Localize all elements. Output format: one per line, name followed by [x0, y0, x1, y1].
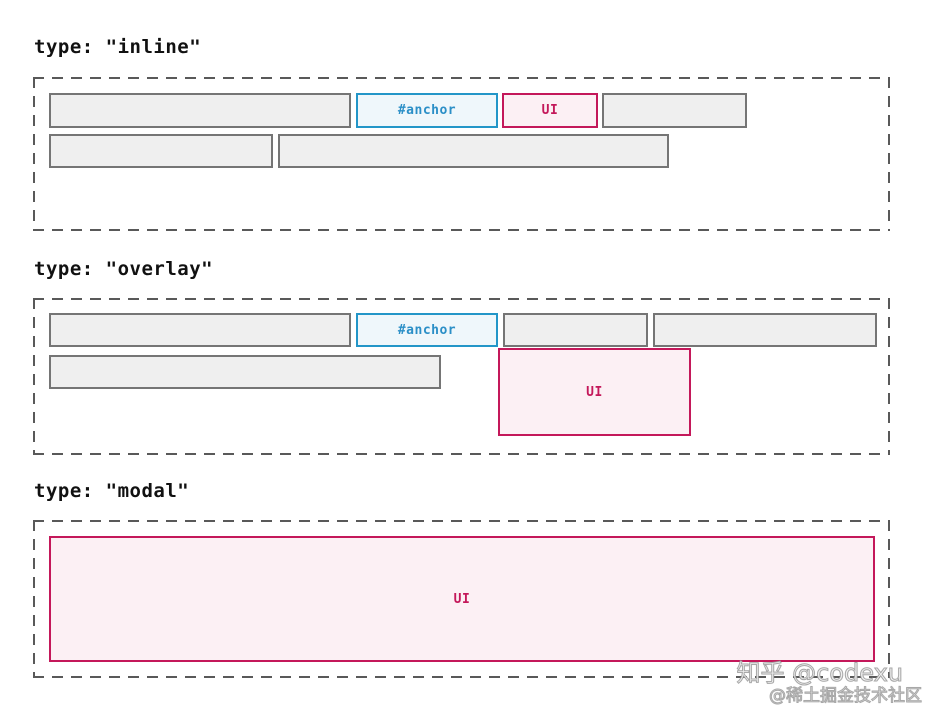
watermark: 知乎 @codexu @稀土掘金技术社区: [736, 658, 923, 706]
ui-label: UI: [453, 591, 471, 607]
ui-label: UI: [586, 384, 603, 400]
overlay-viewport-frame: #anchor UI: [33, 298, 890, 455]
anchor-label: #anchor: [397, 322, 457, 338]
section-title-modal: type: "modal": [34, 480, 190, 502]
ui-box-overlay: UI: [498, 348, 691, 436]
ui-label: UI: [541, 103, 559, 118]
section-title-inline: type: "inline": [34, 36, 202, 58]
placeholder-box: [49, 355, 441, 389]
section-title-overlay: type: "overlay": [34, 258, 214, 280]
placeholder-box: [49, 134, 273, 168]
anchor-label: #anchor: [397, 103, 457, 118]
placeholder-box: [49, 93, 351, 128]
anchor-box: #anchor: [356, 93, 498, 128]
anchor-box: #anchor: [356, 313, 498, 347]
watermark-line1: 知乎 @codexu: [736, 658, 903, 687]
ui-box-inline: UI: [502, 93, 598, 128]
watermark-line2: @稀土掘金技术社区: [769, 685, 923, 706]
ui-box-modal: UI: [49, 536, 875, 662]
modal-viewport-frame: UI: [33, 520, 890, 678]
placeholder-box: [602, 93, 747, 128]
placeholder-box: [503, 313, 648, 347]
placeholder-box: [278, 134, 669, 168]
placeholder-box: [49, 313, 351, 347]
placeholder-box: [653, 313, 877, 347]
inline-viewport-frame: #anchor UI: [33, 77, 890, 231]
